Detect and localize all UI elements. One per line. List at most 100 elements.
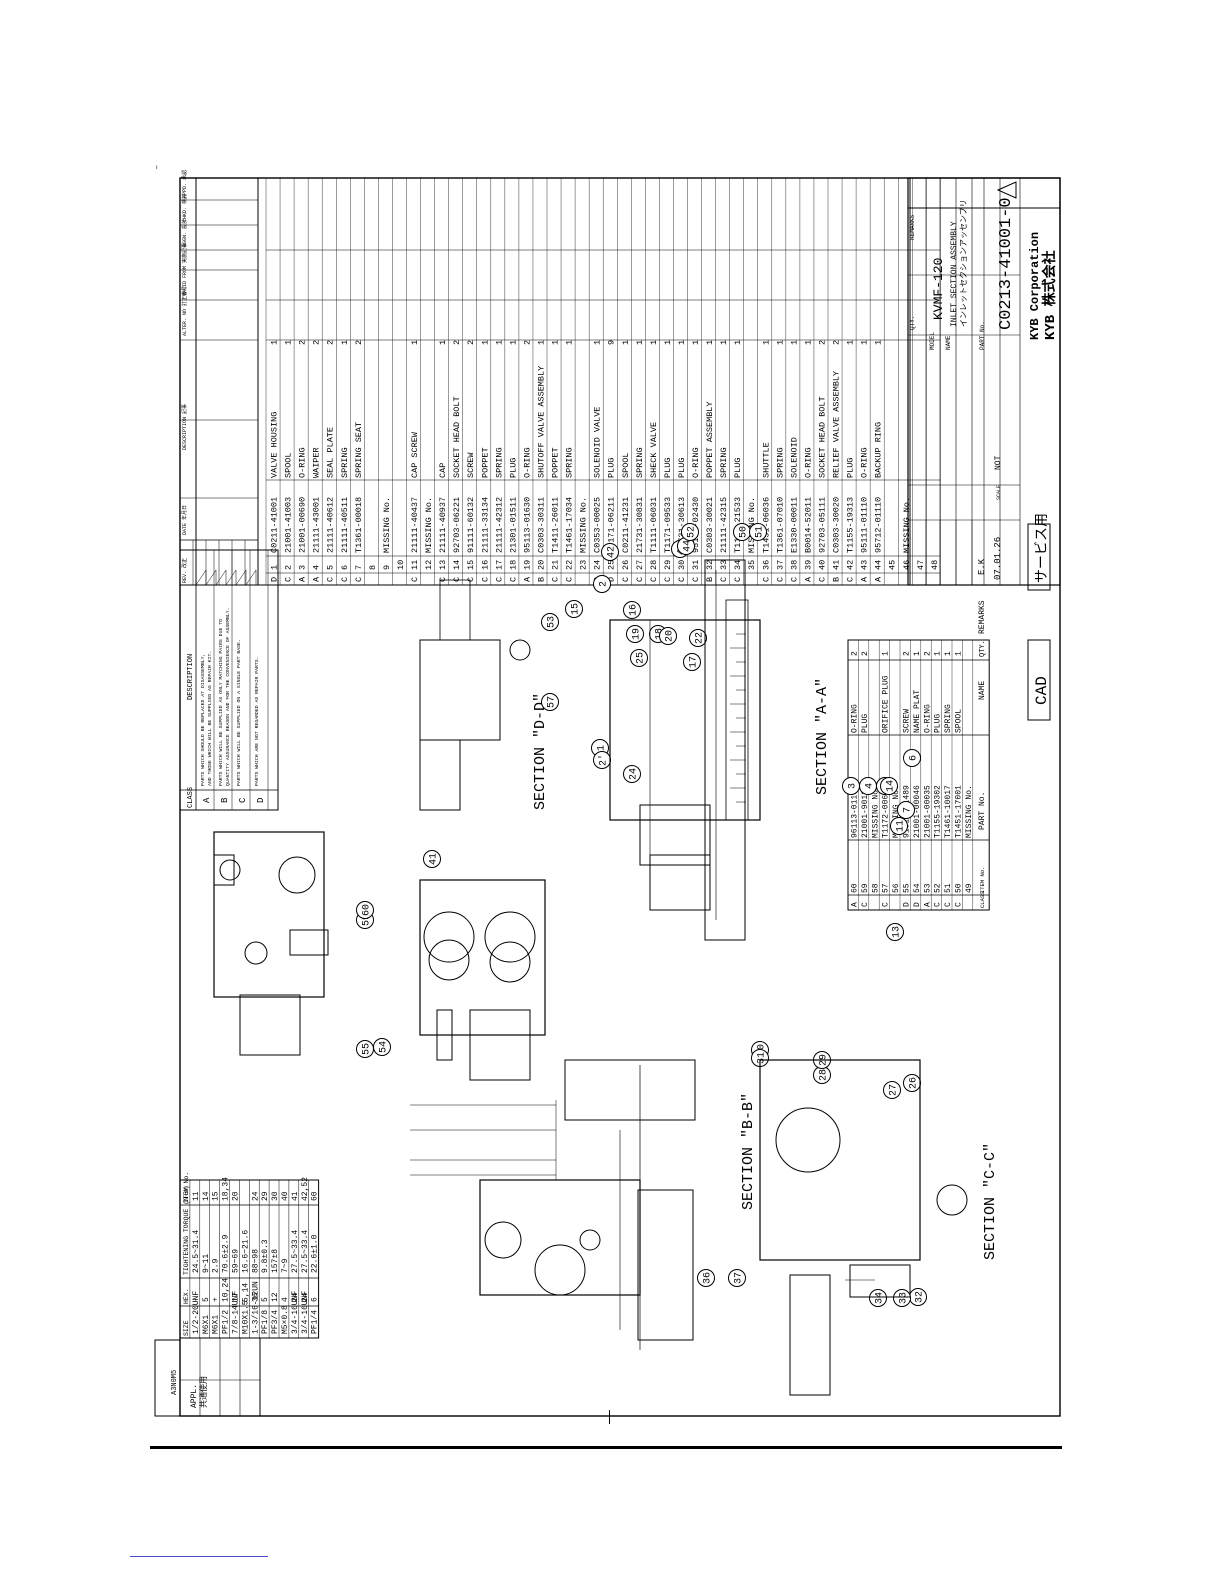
parts-class-cell: C (494, 577, 504, 582)
parts-partno-cell: C0353-00025 (593, 497, 603, 553)
parts-qty-cell: 1 (761, 340, 771, 345)
parts-item-cell: 28 (649, 560, 659, 570)
lower-name-cell: O-RING (923, 704, 932, 733)
parts-desc-cell: VALVE HOUSING (270, 412, 280, 478)
lower-qty-cell: 2 (851, 651, 860, 656)
parts-desc-cell: SHUTOFF VALVE ASSEMBLY (536, 366, 546, 478)
parts-item-cell: 21 (551, 560, 561, 570)
lower-item-cell: 50 (955, 883, 964, 893)
corner-mark: ı (156, 164, 158, 171)
torque-cell: M5×0.8 (281, 1305, 290, 1334)
parts-partno-cell: 21111-43001 (312, 497, 322, 553)
callout-number: 51 (755, 526, 766, 538)
parts-desc-cell: RELIEF VALVE ASSEMBLY (832, 371, 842, 478)
valid-header: VALID FROM 実施記事 (181, 243, 188, 296)
appl-block: APPL.共通使用 (180, 1338, 260, 1416)
torque-cell: 10,24 (222, 1278, 231, 1302)
parts-class-cell: B (536, 577, 546, 582)
parts-class-cell: C (466, 577, 476, 582)
parts-desc-cell: SPRING (494, 447, 504, 478)
parts-qty-cell: 1 (775, 340, 785, 345)
torque-cell: PF1/4 (311, 1310, 320, 1334)
class-desc: PARTS WHICH WILL BE SUPPLIED ON A SINGLE… (236, 639, 242, 786)
parts-qty-cell: 1 (705, 340, 715, 345)
parts-partno-cell: MISSING No. (424, 497, 434, 553)
class-code: D (256, 798, 266, 803)
parts-item-cell: 9 (382, 565, 392, 570)
parts-partno-cell: C0211-41231 (621, 497, 631, 553)
torque-cell: 11 (192, 1191, 201, 1201)
lower-class-cell: C (955, 902, 964, 907)
parts-desc-cell: O-RING (803, 447, 813, 478)
callout-number: 24 (629, 768, 640, 780)
parts-partno-cell: T1171-09533 (663, 497, 673, 553)
section-cc-label: SECTION "C-C" (982, 1143, 999, 1260)
torque-cell: 7/8-14UNF (232, 1291, 241, 1334)
torque-cell: 3/4-16UNF (301, 1291, 310, 1334)
parts-item-cell: 31 (691, 560, 701, 570)
parts-desc-cell: SPRING (565, 447, 575, 478)
section-views (214, 560, 967, 1395)
parts-partno-cell: 21111-40937 (438, 497, 448, 553)
callout-number: 17 (689, 656, 700, 668)
parts-item-cell: 5 (326, 565, 336, 570)
parts-class-cell: B (705, 577, 715, 582)
callout-number: 31 (757, 1052, 768, 1064)
torque-cell: PF3/4 (271, 1310, 280, 1334)
parts-qty-cell: 1 (691, 340, 701, 345)
parts-qty-cell: 1 (270, 340, 280, 345)
parts-item-cell: 30 (677, 560, 687, 570)
sheet-size-code: A3N0M5 (171, 1370, 179, 1395)
parts-class-cell: A (522, 576, 532, 582)
parts-class-cell: C (789, 577, 799, 582)
torque-cell: 12 (271, 1292, 280, 1302)
torque-cell: 15 (212, 1191, 221, 1201)
parts-qty-cell: 2 (466, 340, 476, 345)
parts-item-cell: 37 (775, 560, 785, 570)
torque-cell: 24.5~31.4 (192, 1230, 201, 1273)
parts-desc-cell: SCREW (466, 452, 476, 478)
parts-partno-cell: B0014-52011 (803, 497, 813, 553)
parts-class-cell: C (480, 577, 490, 582)
parts-item-cell: 4 (312, 565, 322, 570)
parts-desc-cell: SHUTTLE (761, 442, 771, 478)
parts-class-cell: C (621, 577, 631, 582)
lower-qty-cell: 2 (903, 651, 912, 656)
torque-cell: 5,14 (241, 1283, 250, 1302)
parts-desc-cell: SPRING (775, 447, 785, 478)
torque-cell: 5 (202, 1297, 211, 1302)
parts-partno-cell: 21111-40437 (410, 497, 420, 553)
torque-cell: 27.5~33.4 (301, 1230, 310, 1273)
parts-partno-cell: 21111-40511 (340, 497, 350, 553)
parts-desc-cell: SOCKET HEAD BOLT (817, 396, 827, 478)
parts-desc-cell: SOLENOID (789, 437, 799, 478)
lower-qty-cell: 1 (882, 651, 891, 656)
lower-qty-cell: 1 (934, 651, 943, 656)
lower-item-cell: 59 (861, 883, 870, 893)
lower-class-cell: C (882, 902, 891, 907)
parts-item-cell: 26 (621, 560, 631, 570)
parts-class-cell: C (663, 577, 673, 582)
class-desc: AND THOSE WHICH WILL BE SUPPLIED AS REPA… (207, 651, 213, 786)
torque-cell: 42,52 (301, 1177, 310, 1201)
remarks-label: REMARKS (909, 214, 916, 240)
parts-class-cell: C (677, 577, 687, 582)
parts-class-cell: B (832, 577, 842, 582)
parts-partno-cell: 92703-05111 (817, 497, 827, 553)
rev-triangle (236, 570, 246, 585)
parts-qty-cell: 1 (860, 340, 870, 345)
lower-qty-cell: 1 (955, 651, 964, 656)
callout-number: 26 (909, 1077, 920, 1089)
torque-cell: 60 (311, 1191, 320, 1201)
parts-desc-cell: SOLENOID VALVE (593, 407, 603, 478)
parts-desc-cell: PLUG (508, 458, 518, 478)
part-number-value: C0213-41001-0 (997, 197, 1016, 330)
lower-partno-cell: T1155-19302 (934, 785, 943, 838)
lower-item-cell: 55 (903, 883, 912, 893)
parts-item-cell: 47 (916, 560, 926, 570)
parts-partno-cell: 95111-01110 (860, 497, 870, 553)
parts-item-cell: 20 (536, 560, 546, 570)
